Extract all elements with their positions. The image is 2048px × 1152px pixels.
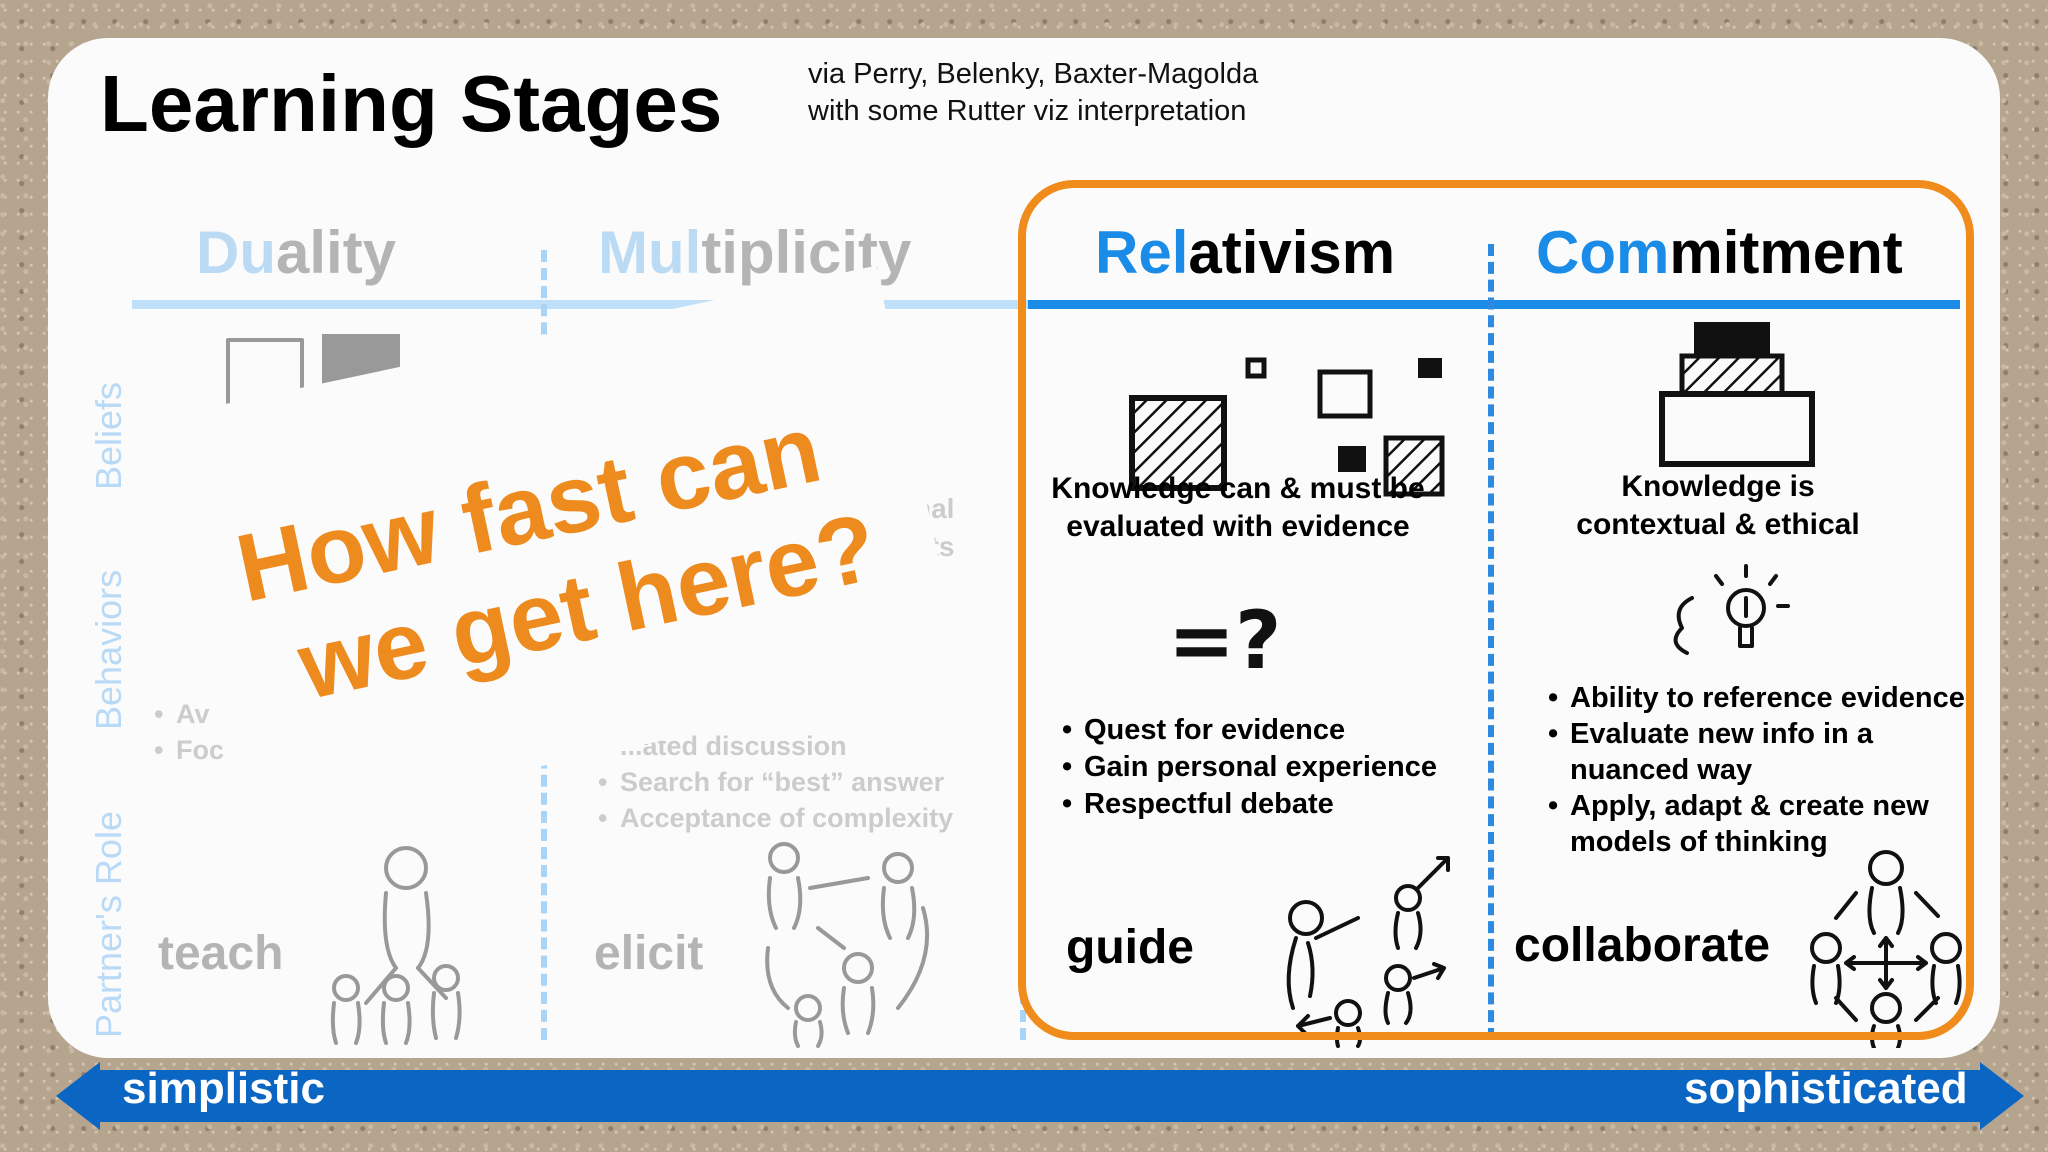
slide-subtitle: via Perry, Belenky, Baxter-Magolda with …	[808, 56, 1258, 130]
duality-bullet-2: Foc	[154, 732, 224, 768]
slide-title: Learning Stages	[100, 59, 723, 148]
relativism-belief-line-2: evaluated with evidence	[1066, 510, 1410, 543]
relativism-boxes-icon	[1129, 357, 1445, 497]
commitment-bullet-3: Apply, adapt & create new models of thin…	[1548, 788, 1978, 860]
row-label-beliefs: Beliefs	[88, 381, 129, 490]
multiplicity-behaviors: ...ated discussion Search for “best” ans…	[598, 728, 953, 836]
commitment-role: collaborate	[1514, 919, 1771, 972]
stage-title-duality: Duality	[196, 219, 397, 286]
question-equals-icon: =?	[1168, 594, 1282, 687]
multiplicity-role: elicit	[594, 927, 704, 980]
teach-group-icon	[330, 846, 462, 1045]
commitment-belief: Knowledge is contextual & ethical	[1548, 468, 1888, 544]
scale-left-label: simplistic	[122, 1064, 325, 1113]
scale-arrow	[56, 1062, 2024, 1130]
commitment-behaviors: Ability to reference evidence Evaluate n…	[1548, 680, 1978, 860]
duality-role: teach	[158, 927, 284, 980]
multiplicity-bullet-2: Search for “best” answer	[598, 764, 953, 800]
stage-title-multiplicity: Multiplicity	[598, 219, 912, 286]
relativism-bullet-2: Gain personal experience	[1062, 749, 1437, 786]
duality-behaviors: Av Foc	[154, 696, 224, 768]
divider-relativism-commitment	[1488, 244, 1494, 1040]
highlight-frame	[1018, 180, 1974, 1040]
subtitle-line-1: via Perry, Belenky, Baxter-Magolda	[808, 58, 1259, 90]
commitment-belief-line-1: Knowledge is	[1621, 470, 1815, 503]
relativism-bullet-3: Respectful debate	[1062, 786, 1437, 823]
header-bar-active	[1028, 300, 1960, 309]
duality-bullet-1: Av	[154, 696, 224, 732]
multiplicity-bullet-3: Acceptance of complexity	[598, 800, 953, 836]
scale-right-label: sophisticated	[1684, 1064, 1968, 1113]
relativism-behaviors: Quest for evidence Gain personal experie…	[1062, 712, 1437, 823]
relativism-belief-line-1: Knowledge can & must be	[1051, 472, 1425, 505]
commitment-bullet-2: Evaluate new info in a nuanced way	[1548, 716, 1978, 788]
commitment-belief-line-2: contextual & ethical	[1576, 508, 1860, 541]
slide: Learning Stages via Perry, Belenky, Baxt…	[48, 38, 2000, 1058]
stage-title-commitment: Commitment	[1536, 219, 1903, 286]
commitment-bullet-1: Ability to reference evidence	[1548, 680, 1978, 716]
subtitle-line-2: with some Rutter viz interpretation	[808, 95, 1247, 127]
stage-title-relativism: Relativism	[1095, 219, 1396, 286]
relativism-role: guide	[1066, 921, 1194, 974]
header-bar-faded	[132, 300, 1072, 309]
elicit-group-icon	[765, 842, 930, 1048]
guide-group-icon	[1286, 856, 1450, 1048]
relativism-belief: Knowledge can & must be evaluated with e…	[1048, 470, 1428, 546]
commitment-stack-icon	[1659, 322, 1815, 467]
lightbulb-head-icon	[1673, 564, 1790, 655]
relativism-bullet-1: Quest for evidence	[1062, 712, 1437, 749]
row-label-behaviors: Behaviors	[88, 569, 129, 730]
